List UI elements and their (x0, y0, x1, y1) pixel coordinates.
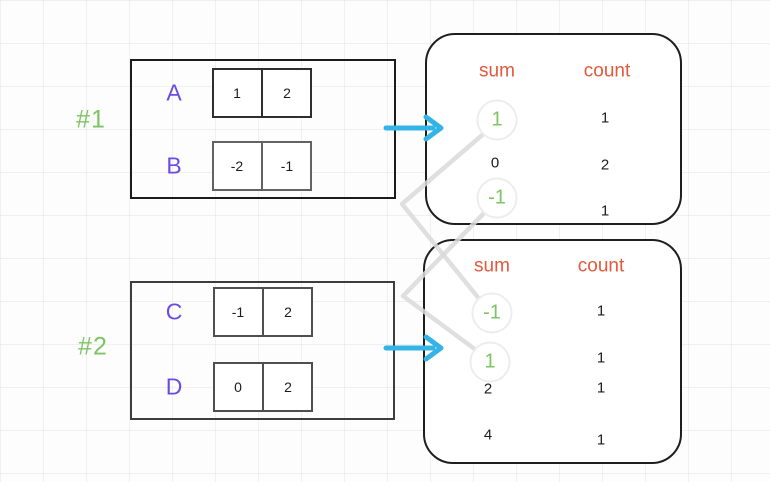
example-1-sum-value-circled: -1 (476, 177, 518, 219)
example-1-label: #1 (76, 105, 106, 134)
example-2-sum-value-circled: 1 (469, 341, 511, 383)
array-d-label: D (165, 373, 183, 400)
example-2-sum-value: 4 (483, 426, 493, 444)
array-c-cell-1 (262, 287, 313, 337)
example-2-count-value: 1 (596, 431, 606, 449)
array-a-cell-1-value: 2 (283, 85, 291, 101)
example-1-sum-header: sum (479, 60, 515, 82)
array-a-label: A (166, 79, 182, 106)
example-1-sum-value-circled: 1 (476, 99, 518, 141)
array-d-cell-0 (213, 362, 264, 412)
example-2-count-value: 1 (596, 302, 606, 320)
example-1-count-value: 1 (600, 109, 610, 127)
example-1-result-box (425, 33, 682, 225)
example-2-sum-value-circled: -1 (471, 292, 513, 334)
array-b-cell-0-value: -2 (230, 158, 244, 174)
example-1-sum-value: 0 (490, 154, 500, 172)
example-2-count-value: 1 (596, 349, 606, 367)
array-d-cell-0-value: 0 (234, 379, 242, 395)
example-2-sum-header: sum (474, 255, 510, 277)
array-c-label: C (165, 298, 183, 325)
array-b-cell-1 (261, 141, 312, 191)
example-2-count-header: count (577, 255, 625, 277)
array-a-cell-0 (212, 68, 263, 118)
example-2-label: #2 (78, 332, 108, 361)
example-1-count-value: 1 (600, 202, 610, 220)
array-a-cell-0-value: 1 (233, 85, 241, 101)
example-1-count-header: count (583, 60, 631, 82)
array-d-cell-1 (262, 362, 313, 412)
array-b-cell-1-value: -1 (280, 158, 294, 174)
array-d-cell-1-value: 2 (284, 379, 292, 395)
array-b-label: B (166, 152, 182, 179)
example-2-sum-value: 2 (483, 380, 493, 398)
example-2-result-box (423, 239, 682, 464)
example-2-input-box (130, 281, 395, 420)
array-c-cell-0-value: -1 (231, 304, 245, 320)
example-1-count-value: 2 (600, 156, 610, 174)
array-c-cell-1-value: 2 (284, 304, 292, 320)
example-2-count-value: 1 (596, 379, 606, 397)
array-a-cell-1 (261, 68, 312, 118)
